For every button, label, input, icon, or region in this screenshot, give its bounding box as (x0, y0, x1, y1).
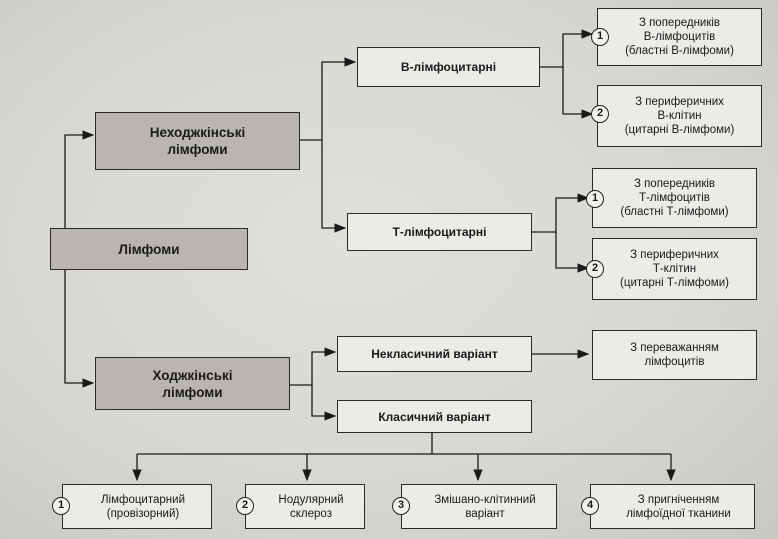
number-badge: 2 (591, 105, 609, 123)
nonclassical-variant-box: Некласичний варіант (337, 336, 532, 372)
hodgkin-box: Ходжкінські лімфоми (95, 357, 290, 410)
classical-item-box: Нодулярний склероз (245, 484, 365, 529)
number-badge: 1 (591, 28, 609, 46)
number-badge: 2 (236, 497, 254, 515)
number-badge: 3 (392, 497, 410, 515)
number-badge: 4 (581, 497, 599, 515)
classical-variant-box: Класичний варіант (337, 400, 532, 433)
classical-item-box: Змішано-клітинний варіант (401, 484, 557, 529)
number-badge: 1 (52, 497, 70, 515)
b-peripheral-box: З периферичних В-клітин (цитарні В-лімфо… (597, 85, 762, 147)
t-precursor-box: З попередників Т-лімфоцитів (бластні Т-л… (592, 168, 757, 228)
classical-item-box: З пригніченням лімфоїдної тканини (590, 484, 755, 529)
root-box: Лімфоми (50, 228, 248, 270)
t-peripheral-box: З периферичних Т-клітин (цитарні Т-лімфо… (592, 238, 757, 300)
t-lymphocytic-box: Т-лімфоцитарні (347, 213, 532, 251)
number-badge: 2 (586, 260, 604, 278)
classical-item-box: Лімфоцитарний (провізорний) (62, 484, 212, 529)
lymphocyte-predominant-box: З переважанням лімфоцитів (592, 330, 757, 380)
b-lymphocytic-box: В-лімфоцитарні (357, 47, 540, 87)
nonhodgkin-box: Неходжкінські лімфоми (95, 112, 300, 170)
b-precursor-box: З попередників В-лімфоцитів (бластні В-л… (597, 8, 762, 66)
number-badge: 1 (586, 190, 604, 208)
